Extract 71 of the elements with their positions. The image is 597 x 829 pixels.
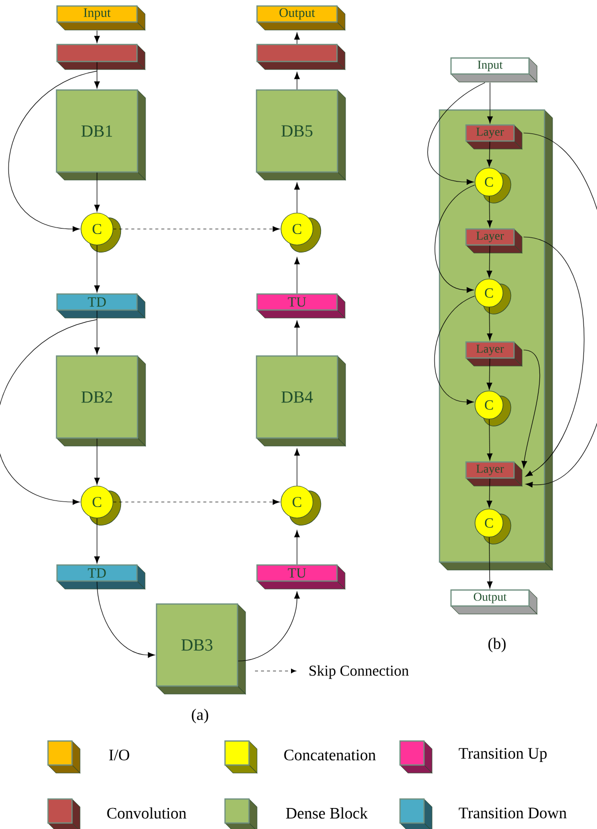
io-block: Output xyxy=(256,5,346,30)
concatenation-node: C xyxy=(280,212,322,252)
transition-down-block: TD xyxy=(56,564,146,590)
legend-label: Skip Connection xyxy=(310,665,409,679)
arrow xyxy=(8,70,98,232)
arrow xyxy=(294,530,300,565)
concatenation-node: C xyxy=(80,486,122,526)
io-block: Input xyxy=(450,57,538,82)
io-block: Output xyxy=(450,589,538,614)
arrow xyxy=(94,438,100,485)
arrow xyxy=(294,32,300,44)
transition-up-block: TU xyxy=(256,564,346,590)
layer-block: Layer xyxy=(465,228,522,254)
arrow xyxy=(486,419,493,460)
convolution-block xyxy=(56,44,146,70)
concatenation-node: C xyxy=(80,212,122,252)
arrow xyxy=(94,30,100,43)
layer-block: Layer xyxy=(465,461,522,486)
arrow xyxy=(523,132,597,488)
legend-label: Transition Up xyxy=(458,748,547,762)
arrow xyxy=(94,310,100,354)
legend-label: Concatenation xyxy=(284,750,376,760)
legend-label: Dense Block xyxy=(286,807,368,819)
panel-label: (b) xyxy=(488,638,506,652)
arrow xyxy=(294,448,300,486)
arrow xyxy=(238,592,300,662)
arrow xyxy=(96,581,155,658)
arrow xyxy=(523,236,584,477)
arrow xyxy=(434,296,475,405)
dense-block: DB5 xyxy=(256,89,346,180)
arrow xyxy=(427,82,486,185)
concatenation-node: C xyxy=(280,486,322,526)
arrow xyxy=(486,307,492,340)
legend-label: Transition Down xyxy=(458,808,567,818)
concatenation-node: C xyxy=(474,390,512,426)
legend-label: I/O xyxy=(109,750,130,760)
arrow xyxy=(486,196,492,228)
arrow xyxy=(486,141,492,167)
concatenation-node: C xyxy=(474,168,512,204)
arrow xyxy=(294,182,300,213)
dense-block: DB1 xyxy=(56,89,146,180)
arrow xyxy=(486,358,492,390)
arrow xyxy=(94,245,100,292)
dashed-arrow xyxy=(113,226,280,232)
arrow xyxy=(294,320,300,356)
arrow xyxy=(522,350,540,468)
dashed-arrow xyxy=(113,499,280,505)
arrow xyxy=(487,537,493,588)
arrow xyxy=(94,62,100,88)
layer-block: Layer xyxy=(465,341,522,366)
arrow xyxy=(434,184,475,293)
dense-block: DB3 xyxy=(156,603,246,694)
arrow xyxy=(486,478,492,508)
convolution-block xyxy=(256,44,346,70)
arrow xyxy=(294,72,300,90)
arrow xyxy=(294,257,300,294)
dense-block: DB4 xyxy=(256,355,346,446)
transition-up-block: TU xyxy=(256,293,346,318)
io-block: Input xyxy=(56,5,146,30)
dense-block: DB2 xyxy=(56,355,146,446)
legend-label: Convolution xyxy=(107,807,186,819)
arrow xyxy=(486,245,492,278)
arrow xyxy=(94,518,100,564)
panel-label: (a) xyxy=(192,708,208,724)
arrow xyxy=(487,82,493,124)
transition-down-block: TD xyxy=(56,293,146,318)
layer-block: Layer xyxy=(465,124,522,150)
arrow xyxy=(0,319,98,505)
concatenation-node: C xyxy=(474,278,512,314)
concatenation-node: C xyxy=(474,508,512,544)
arrow xyxy=(94,172,100,212)
